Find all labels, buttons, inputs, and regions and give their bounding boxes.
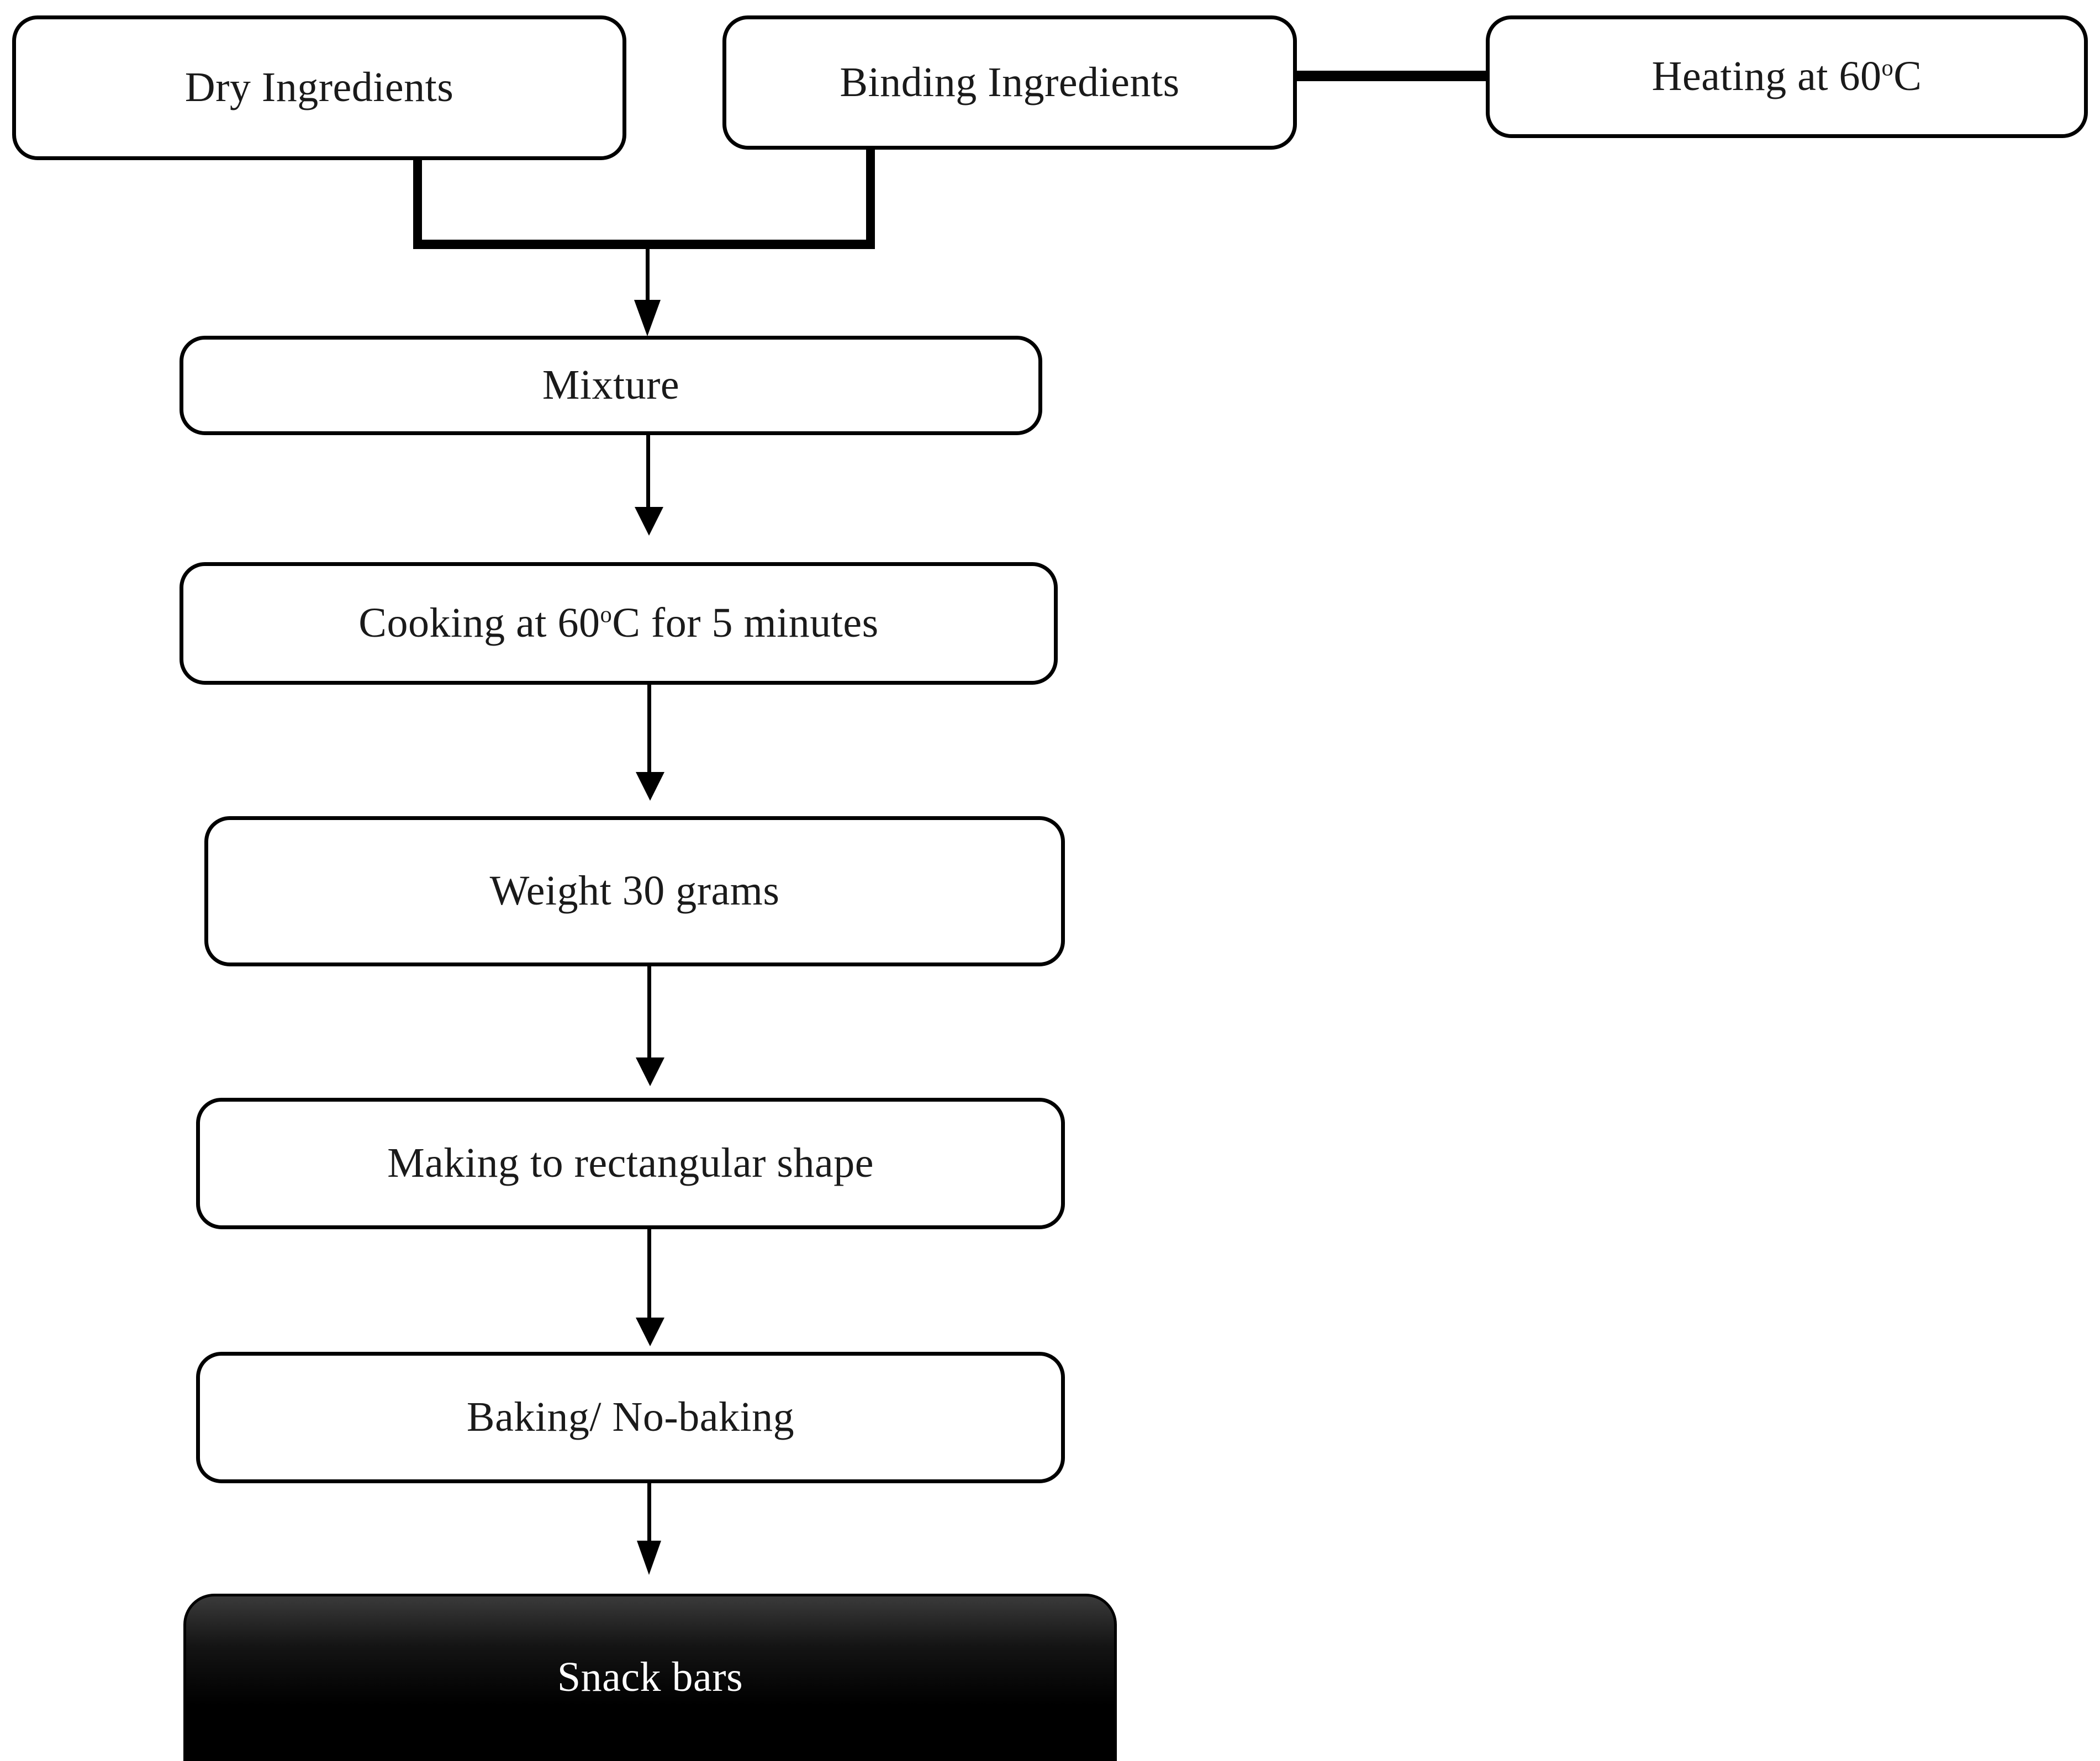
node-heating-label-pre: Heating at 60 [1651, 53, 1882, 100]
edge-baking-to-snackbars-line [647, 1483, 651, 1567]
edge-mixture-to-cooking-arrowhead [635, 507, 663, 536]
edge-merge-bar [413, 240, 875, 249]
edge-weight-to-shaping-line [647, 966, 651, 1063]
node-binding-ingredients-label: Binding Ingredients [840, 59, 1180, 105]
node-cooking-label-pre: Cooking at 60 [358, 600, 600, 647]
node-heating-label-post: C [1893, 53, 1922, 100]
node-cooking-label-degree: o [600, 601, 613, 628]
node-binding-ingredients[interactable]: Binding Ingredients [722, 15, 1297, 150]
node-weight[interactable]: Weight 30 grams [204, 816, 1065, 966]
node-heating-label: Heating at 60oC [1651, 53, 1922, 100]
edge-mixture-to-cooking-line [646, 435, 650, 512]
edge-dry-drop [413, 159, 422, 247]
node-shaping[interactable]: Making to rectangular shape [196, 1098, 1065, 1229]
node-shaping-label: Making to rectangular shape [387, 1140, 874, 1187]
node-mixture[interactable]: Mixture [180, 336, 1042, 435]
node-cooking-label-post: C for 5 minutes [612, 600, 879, 647]
node-weight-label: Weight 30 grams [489, 868, 780, 914]
edge-baking-to-snackbars-arrowhead [637, 1541, 661, 1575]
edge-binding-to-heating [1295, 71, 1487, 81]
node-dry-ingredients-label: Dry Ingredients [184, 64, 454, 111]
node-snack-bars[interactable]: Snack bars [183, 1594, 1117, 1761]
node-snack-bars-label: Snack bars [557, 1654, 743, 1701]
edge-binding-drop [866, 149, 875, 247]
edge-weight-to-shaping-arrowhead [636, 1057, 664, 1086]
node-heating[interactable]: Heating at 60oC [1486, 15, 2088, 138]
edge-cooking-to-weight-line [647, 685, 651, 778]
node-heating-label-degree: o [1881, 55, 1894, 81]
node-baking-label: Baking/ No-baking [466, 1394, 795, 1441]
edge-shaping-to-baking-arrowhead [636, 1318, 664, 1346]
edge-merge-arrowhead [634, 300, 661, 336]
edge-shaping-to-baking-line [647, 1229, 651, 1323]
edge-merge-stem [646, 249, 650, 304]
node-baking[interactable]: Baking/ No-baking [196, 1352, 1065, 1483]
node-dry-ingredients[interactable]: Dry Ingredients [12, 15, 626, 160]
node-cooking-label: Cooking at 60oC for 5 minutes [358, 601, 878, 646]
node-cooking[interactable]: Cooking at 60oC for 5 minutes [180, 562, 1058, 685]
edge-cooking-to-weight-arrowhead [636, 772, 664, 801]
node-mixture-label: Mixture [542, 362, 680, 409]
